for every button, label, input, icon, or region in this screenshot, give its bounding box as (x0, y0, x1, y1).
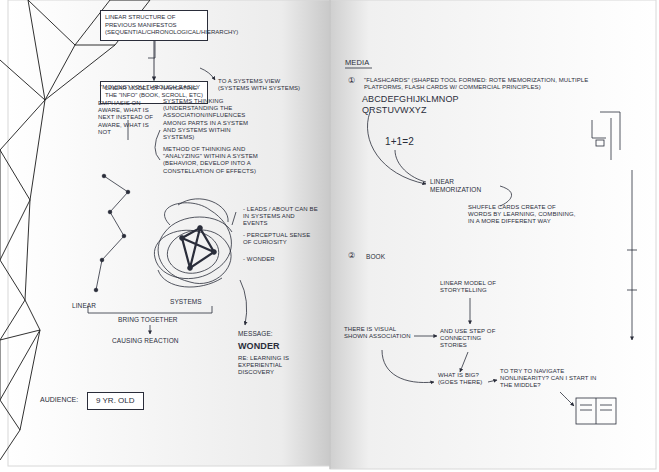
left-page (8, 0, 330, 466)
sketch-box: LINEAR STRUCTURE OF PREVIOUS MANIFESTOS … (100, 10, 208, 41)
right-page (330, 0, 656, 469)
card-sketch (592, 112, 620, 160)
handwritten-note: MESSAGE: (238, 330, 298, 338)
handwritten-note: RE: LEARNING IS EXPERIENTIAL DISCOVERY (238, 355, 316, 377)
handwritten-note: TO A SYSTEMS VIEW (SYSTEMS WITH SYSTEMS) (218, 78, 313, 92)
handwritten-note: MEDIA (345, 58, 385, 67)
handwritten-note: BRING TOGETHER (118, 316, 198, 324)
handwritten-note: WHAT IS BIG? (GOES THERE) (438, 372, 488, 386)
bracket (88, 306, 212, 313)
handwritten-note: "FLASHCARDS" (SHAPED TOOL FORMED: ROTE M… (364, 77, 609, 91)
handwritten-note: - WONDER (243, 256, 303, 263)
handwritten-note: LINEAR MEMORIZATION (430, 178, 505, 194)
node-heading: AUDIENCE: (40, 396, 78, 403)
handwritten-note: SYSTEMS (170, 298, 220, 306)
handwritten-note: LINEAR MODEL OF STORYTELLING (440, 280, 508, 294)
handwritten-note: AND USE STEP OF CONNECTING STORIES (440, 328, 508, 350)
handwritten-note: METHOD OF THINKING AND "ANALYZING" WITHI… (163, 146, 273, 175)
sketch-box: AUDIENCE: 9 YR. OLD (40, 392, 144, 410)
handwritten-note: SHUFFLE CARDS CREATE OF WORDS BY LEARNIN… (468, 204, 578, 226)
linear-sketch (94, 174, 130, 292)
handwritten-note: BOOK (366, 253, 406, 261)
handwritten-note: SYSTEMS THINKING (UNDERSTANDING THE ASSO… (163, 98, 258, 141)
systems-scribble (154, 199, 232, 287)
handwritten-note: EMPHASIS ON AWARE, WHAT IS NEXT INSTEAD … (98, 100, 156, 136)
node-text: LINEAR STRUCTURE OF PREVIOUS MANIFESTOS … (105, 14, 203, 37)
handwritten-note: ① (348, 76, 362, 86)
handwritten-note: "MOVING" YOU THROUGH EASILY (100, 84, 200, 91)
handwritten-note: TO TRY TO NAVIGATE NONLINEARITY? CAN I S… (500, 368, 600, 390)
handwritten-note: ② (348, 251, 362, 261)
handwritten-note: LINEAR (72, 302, 112, 310)
handwritten-note: THERE IS VISUAL SHOWN ASSOCIATION (344, 326, 414, 340)
handwritten-note: WONDER (238, 341, 313, 352)
connector-arrow (154, 41, 155, 81)
handwritten-note: 1+1=2 (385, 136, 425, 148)
book-sketch (576, 398, 616, 424)
triangle-mesh (0, 0, 150, 460)
box-outline: 9 YR. OLD (87, 392, 144, 410)
handwritten-note: CAUSING REACTION (112, 337, 202, 345)
handwritten-note: - PERCEPTUAL SENSE OF CURIOSITY (243, 232, 318, 246)
node-text: 9 YR. OLD (96, 396, 135, 406)
handwritten-note: - LEADS / ABOUT CAN BE IN SYSTEMS AND EV… (243, 206, 321, 228)
handwritten-note: ABCDEFGHIJKLMNOP QRSTUVWXYZ (362, 94, 477, 116)
